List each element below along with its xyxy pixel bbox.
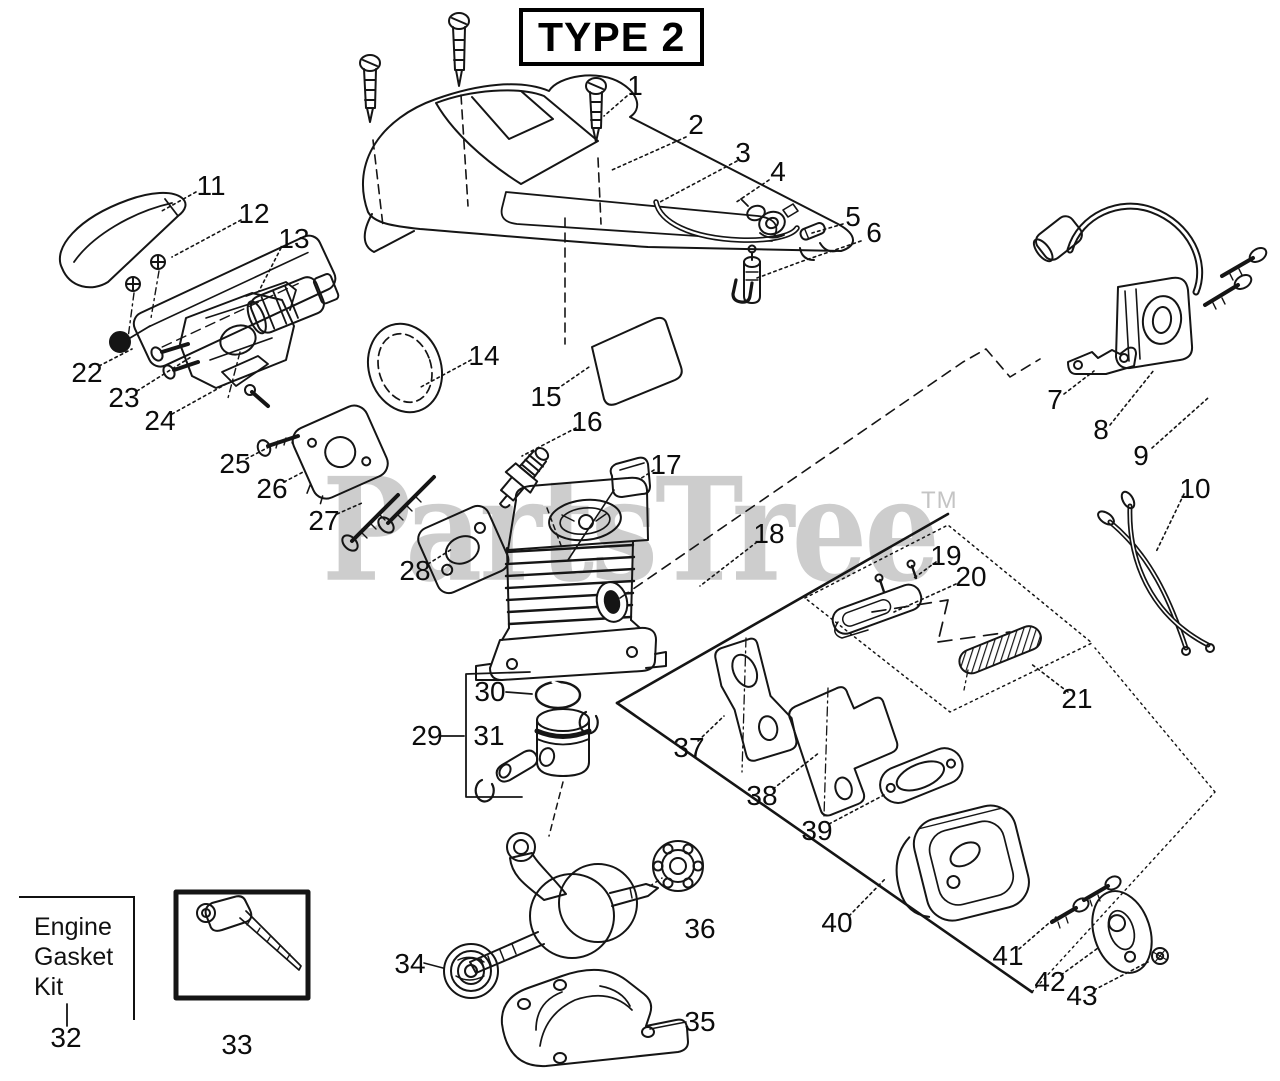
check-valve-drawing — [799, 222, 826, 241]
filter-plate-drawing — [109, 234, 337, 368]
cylinder-drawing — [475, 476, 667, 681]
gasket-sheet-drawing — [591, 316, 683, 406]
fuel-filter-drawing — [743, 244, 761, 304]
ignition-coil-drawing — [1032, 202, 1268, 375]
engine-cover-drawing — [362, 74, 854, 261]
wiring-harness-drawing — [1097, 490, 1215, 656]
air-filter-drawing — [59, 192, 187, 289]
diagram-type-title: TYPE 2 — [519, 8, 705, 66]
gasket-kit-line2: Gasket — [34, 943, 114, 971]
primer-valve-drawing — [740, 198, 799, 239]
boxed-part-33-drawing — [173, 889, 311, 1001]
wire-clip-drawing — [731, 278, 754, 304]
filter-screws-drawing — [125, 254, 166, 339]
mount-plate-drawing — [291, 404, 389, 505]
callout-leader-lines — [98, 95, 1209, 991]
muffler-shield-group-box — [804, 524, 1093, 713]
carburetor-drawing — [150, 281, 297, 408]
muffler-group-drawing — [615, 512, 1216, 994]
spark-plug-drawing — [499, 447, 550, 509]
bolt25-drawing — [256, 434, 300, 457]
fuel-line-drawing — [653, 199, 800, 243]
alignment-dashed-line — [619, 348, 1041, 599]
plug-axis-line — [546, 507, 563, 549]
worm-gear-drawing — [423, 943, 499, 999]
crankcase-half-drawing — [500, 968, 689, 1068]
gasket-kit-line1: Engine — [34, 913, 112, 941]
engine-gasket-kit-box: Engine Gasket Kit — [19, 896, 135, 1020]
cover-screws-drawing — [359, 12, 607, 345]
watermark-tm: TM — [921, 487, 958, 514]
piston-group-drawing — [465, 671, 599, 837]
choke-knob-drawing — [246, 273, 340, 335]
crankshaft-drawing — [469, 832, 704, 974]
callout-solid-leaders — [440, 691, 533, 737]
bolts27-drawing — [341, 475, 436, 552]
gasket-kit-line3: Kit — [34, 973, 64, 1001]
seal-ring-drawing — [367, 322, 443, 414]
gasket28-drawing — [417, 504, 510, 595]
